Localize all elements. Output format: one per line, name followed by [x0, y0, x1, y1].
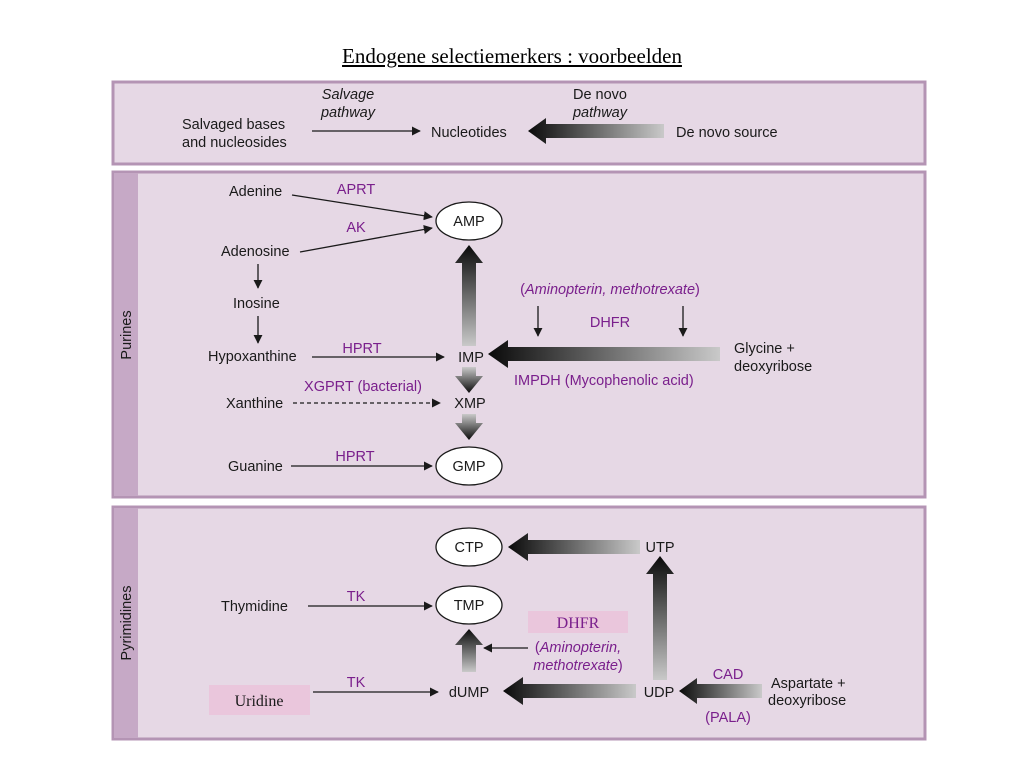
- xmp-label: XMP: [454, 396, 485, 412]
- pyrimidines-side-label: Pyrimidines: [119, 586, 135, 661]
- pyrimidine-inhibitor-label-2: methotrexate): [533, 658, 622, 674]
- hprt-label-1: HPRT: [342, 341, 381, 357]
- utp-ctp-arrow: [508, 533, 640, 561]
- thymidine-label: Thymidine: [221, 599, 288, 615]
- guanine-label: Guanine: [228, 459, 283, 475]
- udp-dump-arrow: [503, 677, 636, 705]
- uridine-label: Uridine: [235, 693, 284, 710]
- purines-side-label: Purines: [119, 310, 135, 359]
- dhfr-highlight: [528, 611, 628, 633]
- adenine-arrow: [291, 194, 433, 221]
- hypoxanthine-label: Hypoxanthine: [208, 349, 297, 365]
- nucleosides-label: and nucleosides: [182, 135, 287, 151]
- purines-panel: [111, 170, 927, 499]
- pyrimidine-dhfr-label: DHFR: [557, 615, 600, 632]
- aspartate-label: Aspartate +: [771, 676, 846, 692]
- top-panel: [111, 80, 927, 166]
- salvaged-bases-label: Salvaged bases: [182, 117, 285, 133]
- udp-label: UDP: [644, 685, 675, 701]
- xmp-gmp-arrow: [455, 414, 483, 440]
- impdh-label: IMPDH (Mycophenolic acid): [514, 373, 694, 389]
- tk-label-1: TK: [347, 589, 366, 605]
- imp-xmp-arrow: [455, 367, 483, 393]
- salvage-pathway-label-2: pathway: [320, 105, 376, 121]
- ak-label: AK: [346, 220, 366, 236]
- dhfr-label: DHFR: [590, 315, 630, 331]
- amp-node: [435, 201, 503, 241]
- denovo-source-label: De novo source: [676, 125, 778, 141]
- gmp-node: [435, 446, 503, 486]
- tmp-node: [435, 585, 503, 625]
- cad-label: CAD: [713, 667, 744, 683]
- udp-utp-arrow: [646, 556, 674, 680]
- imp-amp-arrow: [455, 245, 483, 346]
- uridine-highlight: [209, 685, 310, 715]
- dump-tmp-arrow: [455, 629, 483, 672]
- gmp-label: GMP: [452, 459, 485, 475]
- salvage-pathway-label: Salvage: [322, 87, 374, 103]
- tmp-label: TMP: [454, 598, 485, 614]
- denovo-pathway-label: De novo: [573, 87, 627, 103]
- inosine-label: Inosine: [233, 296, 280, 312]
- xanthine-label: Xanthine: [226, 396, 283, 412]
- utp-label: UTP: [646, 540, 675, 556]
- aprt-label: APRT: [337, 182, 376, 198]
- denovo-arrow: [528, 118, 664, 144]
- adenine-label: Adenine: [229, 184, 282, 200]
- hprt-label-2: HPRT: [335, 449, 374, 465]
- pala-label: (PALA): [705, 710, 751, 726]
- page-title: Endogene selectiemerkers : voorbeelden: [342, 44, 682, 68]
- deoxyribose-label: deoxyribose: [734, 359, 812, 375]
- adenosine-arrow: [299, 224, 433, 253]
- nucleotides-label: Nucleotides: [431, 125, 507, 141]
- imp-label: IMP: [458, 350, 484, 366]
- tk-label-2: TK: [347, 675, 366, 691]
- xgprt-label: XGPRT (bacterial): [304, 379, 422, 395]
- glycine-imp-arrow: [488, 340, 720, 368]
- dump-label: dUMP: [449, 685, 489, 701]
- glycine-label: Glycine +: [734, 341, 795, 357]
- adenosine-label: Adenosine: [221, 244, 290, 260]
- amp-label: AMP: [453, 214, 484, 230]
- ctp-label: CTP: [455, 540, 484, 556]
- denovo-pathway-label-2: pathway: [572, 105, 628, 121]
- aspartate-udp-arrow: [679, 678, 762, 704]
- purine-inhibitor-label: (Aminopterin, methotrexate): [520, 282, 700, 298]
- ctp-node: [435, 527, 503, 567]
- deoxyribose-label-2: deoxyribose: [768, 693, 846, 709]
- pyrimidine-inhibitor-label: (Aminopterin,: [535, 640, 621, 656]
